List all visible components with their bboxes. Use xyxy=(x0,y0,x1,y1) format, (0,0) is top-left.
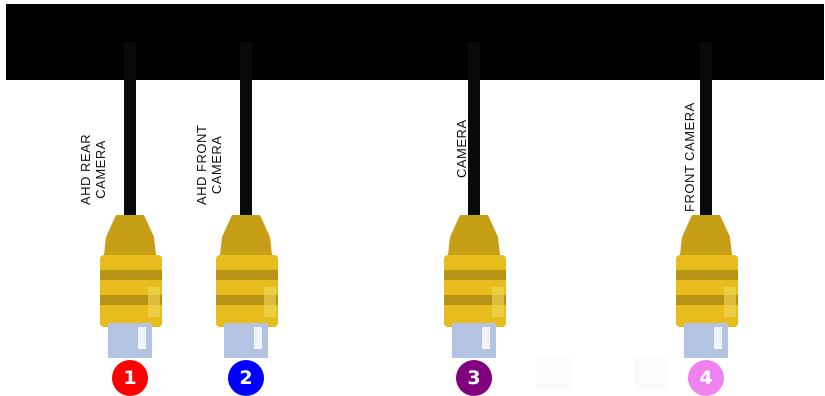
connector-2: AHD FRONT CAMERA 2 xyxy=(194,0,282,396)
connector-1: AHD REAR CAMERA 1 xyxy=(78,0,166,396)
connector-3: CAMERA 3 xyxy=(440,0,510,396)
cable-label: AHD FRONT CAMERA xyxy=(194,124,224,205)
rca-plug-icon xyxy=(676,215,738,358)
connector-number-badge: 2 xyxy=(228,360,264,396)
cable-label: CAMERA xyxy=(454,119,469,178)
cable xyxy=(124,42,136,222)
cable xyxy=(468,42,480,222)
cable-label: FRONT CAMERA xyxy=(682,102,697,212)
cable xyxy=(240,42,252,222)
connector-number-badge: 3 xyxy=(456,360,492,396)
connector-number-badge: 1 xyxy=(112,360,148,396)
connector-4: FRONT CAMERA 4 xyxy=(672,0,742,396)
rca-plug-icon xyxy=(100,215,162,358)
rca-plug-icon xyxy=(444,215,506,358)
cable xyxy=(700,42,712,222)
faint-square xyxy=(537,356,571,390)
rca-plug-icon xyxy=(216,215,278,358)
device-bar xyxy=(6,4,824,80)
faint-square xyxy=(634,356,668,390)
connector-number-badge: 4 xyxy=(688,360,724,396)
cable-label: AHD REAR CAMERA xyxy=(78,133,108,205)
